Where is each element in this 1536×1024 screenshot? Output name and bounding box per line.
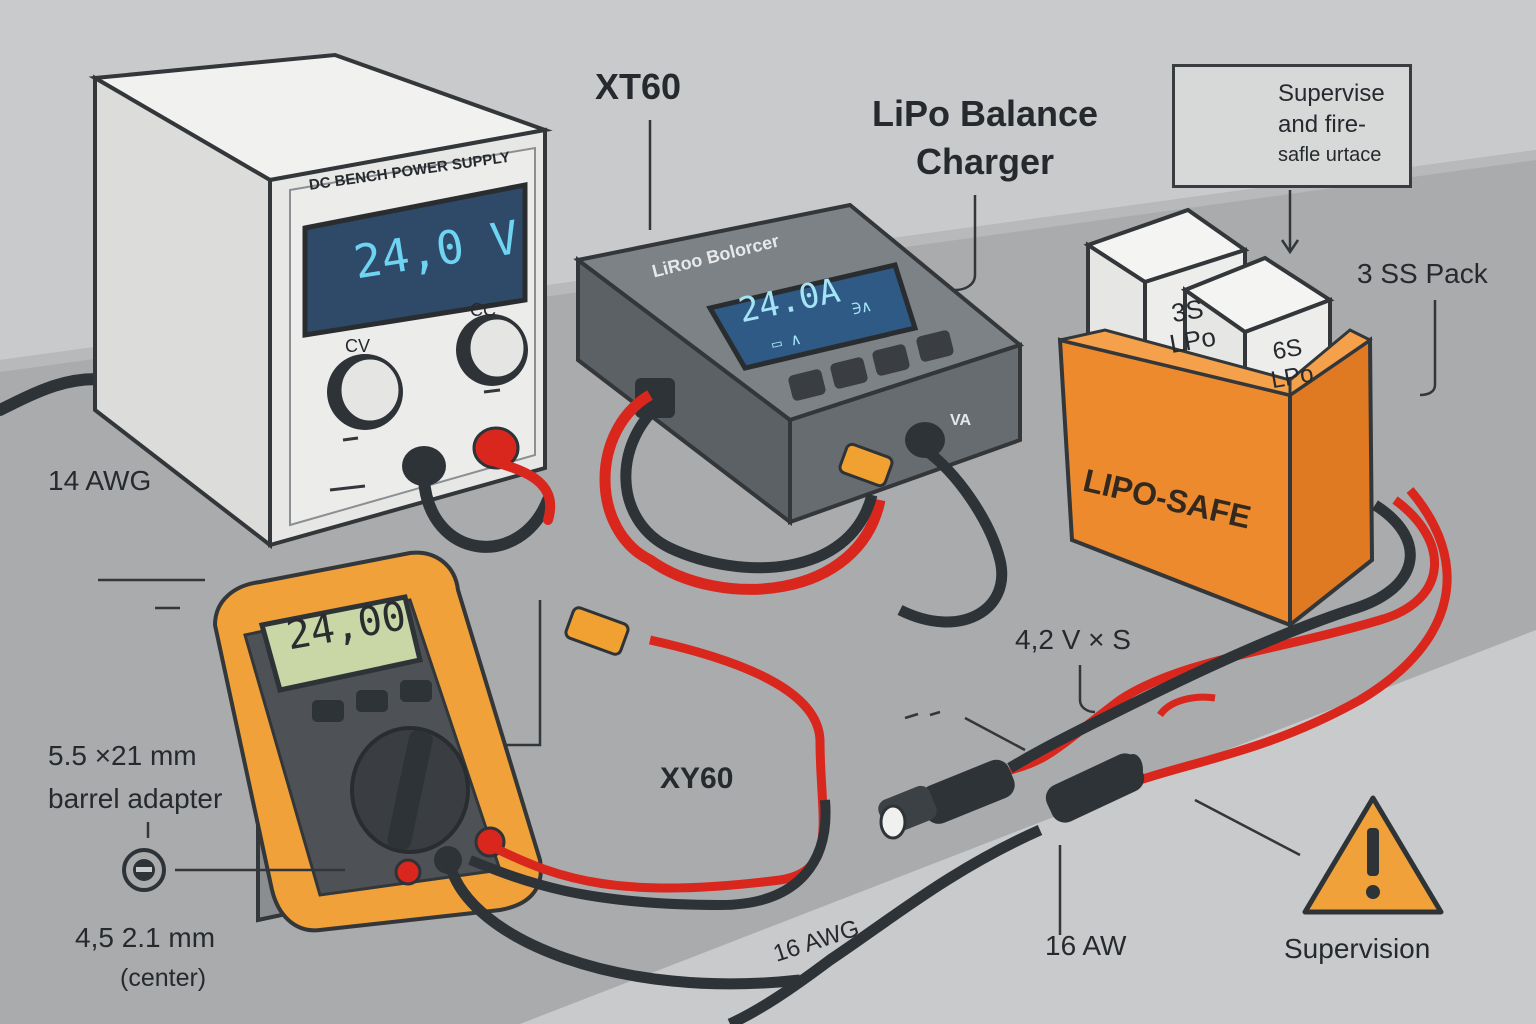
label-pack: 3 SS Pack: [1357, 258, 1488, 289]
caution-line-2: and fire-: [1278, 111, 1367, 138]
charger-xt60-connector[interactable]: [838, 442, 894, 488]
minus-polarity-icon: [122, 848, 166, 892]
label-charger-title: LiPo Balance Charger: [855, 90, 1115, 186]
cc-knob[interactable]: [456, 314, 528, 386]
label-xt60-top: XT60: [595, 66, 682, 107]
multimeter-buttons[interactable]: [312, 680, 432, 722]
caution-text: Supervise and fire- safle urtace: [1278, 78, 1418, 171]
callout-lines: [98, 120, 1437, 935]
multimeter-display: [258, 594, 424, 693]
label-barrel-3: 4,5 2.1 mm: [75, 922, 216, 953]
psu-cv-label: CV: [345, 336, 371, 356]
label-14awg: 14 AWG: [48, 465, 152, 496]
psu-negative-terminal[interactable]: [402, 446, 446, 486]
label-16awg-b: 16 AW: [1045, 930, 1127, 961]
caution-line-3: safle urtace: [1278, 144, 1382, 166]
xt60-connector-loose[interactable]: [564, 606, 630, 656]
psu-cc-label: CC: [470, 300, 496, 320]
label-xy60: XY60: [660, 762, 734, 795]
charger-port-label: VA: [950, 412, 972, 429]
charger-display-sub2: ∋∧: [850, 295, 873, 319]
lipo-safe-bag: [1057, 207, 1375, 630]
label-charger-title-text: LiPo Balance Charger: [871, 93, 1099, 182]
dc-bench-power-supply: [88, 52, 556, 553]
caution-box: [1172, 64, 1412, 188]
lipo-balance-charger: [573, 202, 1025, 527]
label-supervision: Supervision: [1284, 933, 1431, 964]
barrel-plug-2[interactable]: [1041, 749, 1149, 828]
multimeter: [212, 550, 543, 933]
psu-positive-terminal[interactable]: [472, 426, 520, 470]
cv-knob[interactable]: [327, 354, 403, 430]
charger-buttons[interactable]: [787, 329, 954, 401]
label-barrel-4: (center): [120, 964, 207, 992]
label-v-per-s: 4,2 V × S: [1015, 624, 1131, 655]
caution-line-1: Supervise: [1278, 80, 1385, 107]
charger-input-port[interactable]: [635, 378, 675, 418]
psu-display: [302, 181, 528, 338]
charger-output-port[interactable]: [905, 422, 945, 458]
label-barrel-2: barrel adapter: [48, 783, 223, 814]
label-barrel-1: 5.5 ×21 mm: [48, 740, 197, 771]
barrel-plug-1[interactable]: [875, 755, 1019, 840]
charger-display: [706, 262, 919, 371]
multimeter-jack-com[interactable]: [394, 858, 422, 886]
warning-icon: [1302, 795, 1444, 915]
